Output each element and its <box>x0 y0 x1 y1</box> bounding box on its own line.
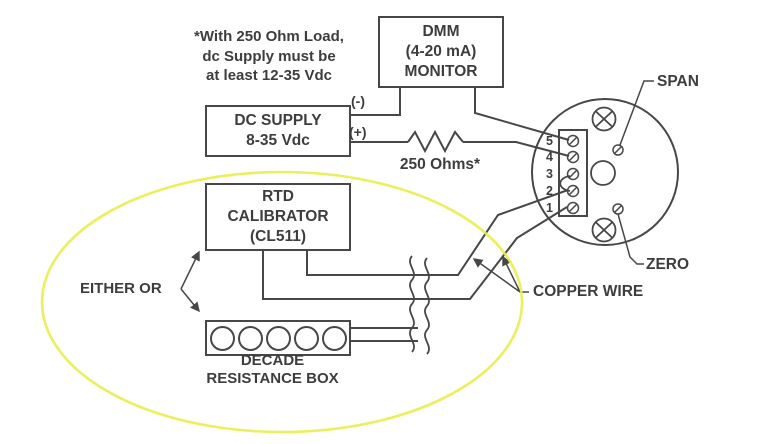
resistor-value-label: 250 Ohms* <box>399 156 481 173</box>
either-or-label: EITHER OR <box>80 280 162 297</box>
decade-dial-icon <box>293 325 319 351</box>
dmm-line-1: DMM <box>422 23 460 40</box>
transmitter-body <box>531 98 679 246</box>
decade-label-line-1: DECADE <box>240 352 305 369</box>
terminal-number-3: 3 <box>546 166 553 181</box>
note-line-1: *With 250 Ohm Load, <box>194 28 344 45</box>
decade-label-line-2: RESISTANCE BOX <box>206 369 339 387</box>
note-line-2: dc Supply must be <box>202 47 336 65</box>
either-or-arrow-down <box>180 288 200 313</box>
rtd-line-2: CALIBRATOR <box>227 208 329 225</box>
wire-dmm-negative <box>348 84 401 116</box>
wire-resistor-to-terminal4 <box>463 141 570 157</box>
span-label: SPAN <box>657 73 699 90</box>
rtd-line-3: (CL511) <box>250 228 306 245</box>
dmm-line-3: MONITOR <box>404 63 478 80</box>
resistor-symbol <box>407 129 464 154</box>
dmm-monitor-box: DMM (4-20 mA) MONITOR <box>378 16 504 88</box>
decade-resistance-box <box>205 320 351 356</box>
note-line-3: at least 12-35 Vdc <box>206 67 332 84</box>
decade-dial-icon <box>265 325 291 351</box>
minus-polarity-label: (-) <box>351 93 365 109</box>
rtd-calibrator-box: RTD CALIBRATOR (CL511) <box>205 183 351 251</box>
terminal-screw-icons <box>566 134 580 215</box>
zero-label: ZERO <box>646 256 690 273</box>
decade-dial-icon <box>209 325 235 351</box>
dc-supply-line-1: DC SUPPLY <box>234 112 322 129</box>
rtd-line-1: RTD <box>262 188 294 205</box>
zero-leader-line <box>617 213 644 265</box>
span-leader-line <box>619 80 654 146</box>
terminal-block <box>558 129 588 217</box>
dc-supply-box: DC SUPPLY 8-35 Vdc <box>205 105 351 157</box>
either-or-arrow-up <box>180 250 200 290</box>
wire-dmm-to-terminal5 <box>474 84 570 141</box>
decade-box-label: DECADE RESISTANCE BOX <box>175 352 370 387</box>
center-hole <box>590 160 616 186</box>
plus-polarity-label: (+) <box>349 124 367 140</box>
mounting-screw-top-icon <box>591 106 617 132</box>
terminal-number-1: 1 <box>546 200 553 215</box>
terminal-number-5: 5 <box>546 133 553 148</box>
decade-dial-icon <box>237 325 263 351</box>
span-adjust-screw-icon <box>612 144 624 156</box>
cable-break-icon <box>409 255 430 355</box>
terminal-number-4: 4 <box>546 149 553 164</box>
copper-wire-label: COPPER WIRE <box>533 283 644 300</box>
terminal-number-2: 2 <box>546 183 553 198</box>
mounting-screw-bottom-icon <box>591 217 617 243</box>
supply-note: *With 250 Ohm Load, dc Supply must be at… <box>178 27 360 86</box>
dmm-line-2: (4-20 mA) <box>405 43 477 60</box>
decade-dial-icon <box>321 325 347 351</box>
dc-supply-line-2: 8-35 Vdc <box>246 132 310 149</box>
zero-adjust-screw-icon <box>612 203 624 215</box>
